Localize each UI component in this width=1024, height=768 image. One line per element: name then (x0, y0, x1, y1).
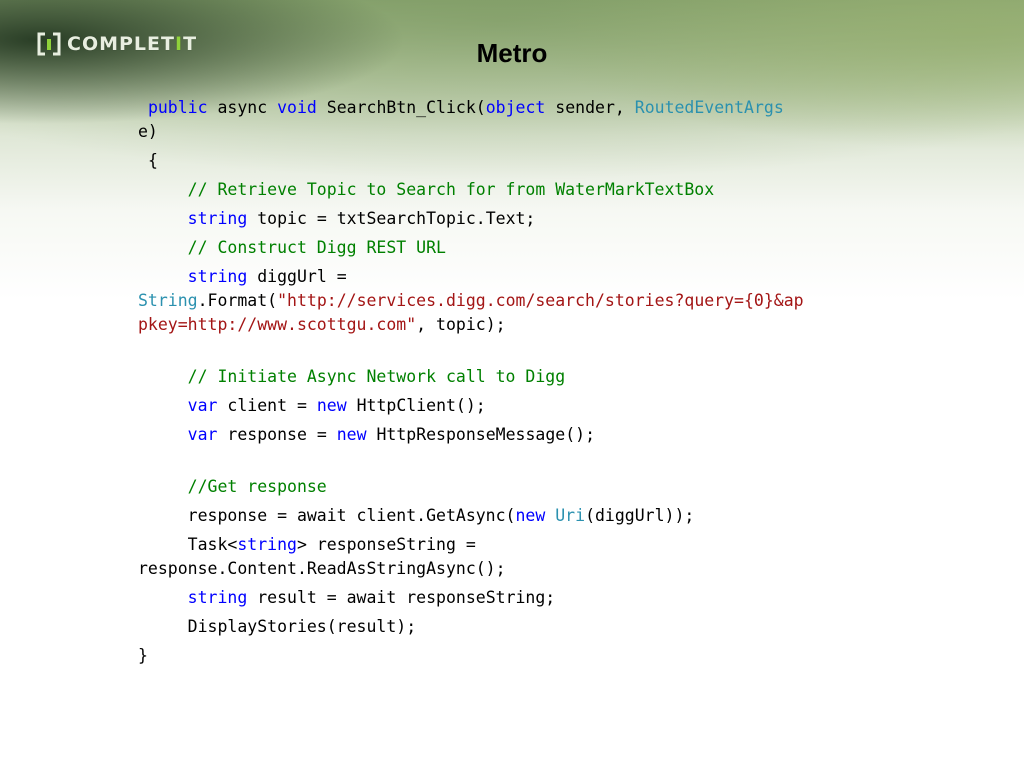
code-line: DisplayStories(result); (187, 617, 417, 636)
slide-title: Metro (476, 38, 548, 68)
code-line: // Initiate Async Network call to Digg (187, 367, 566, 386)
code-line: string topic = txtSearchTopic.Text; (187, 209, 536, 228)
logo-wordmark: COMPLETIT (67, 33, 198, 55)
code-line: string result = await responseString; (187, 588, 556, 607)
code-line: Task<string> responseString = (187, 535, 476, 554)
code-line: response = await client.GetAsync(new Uri… (187, 506, 695, 525)
code-line: // Construct Digg REST URL (187, 238, 446, 257)
code-line: } (138, 646, 148, 665)
code-line: pkey=http://www.scottgu.com", topic); (138, 315, 506, 334)
code-line: String.Format("http://services.digg.com/… (138, 291, 804, 310)
code-block: public async void SearchBtn_Click(object… (138, 96, 898, 668)
code-line: //Get response (187, 477, 327, 496)
code-line: var client = new HttpClient(); (187, 396, 486, 415)
code-line: e) (138, 122, 158, 141)
logo-bracket-icon (37, 32, 61, 56)
code-line: { (147, 151, 158, 170)
company-logo: COMPLETIT (37, 30, 197, 58)
code-line: public async void SearchBtn_Click(object… (147, 98, 784, 117)
code-line: string diggUrl = (187, 267, 347, 286)
code-line: response.Content.ReadAsStringAsync(); (138, 559, 506, 578)
code-line: var response = new HttpResponseMessage()… (187, 425, 595, 444)
header-background (0, 0, 1024, 300)
code-line: // Retrieve Topic to Search for from Wat… (187, 180, 715, 199)
